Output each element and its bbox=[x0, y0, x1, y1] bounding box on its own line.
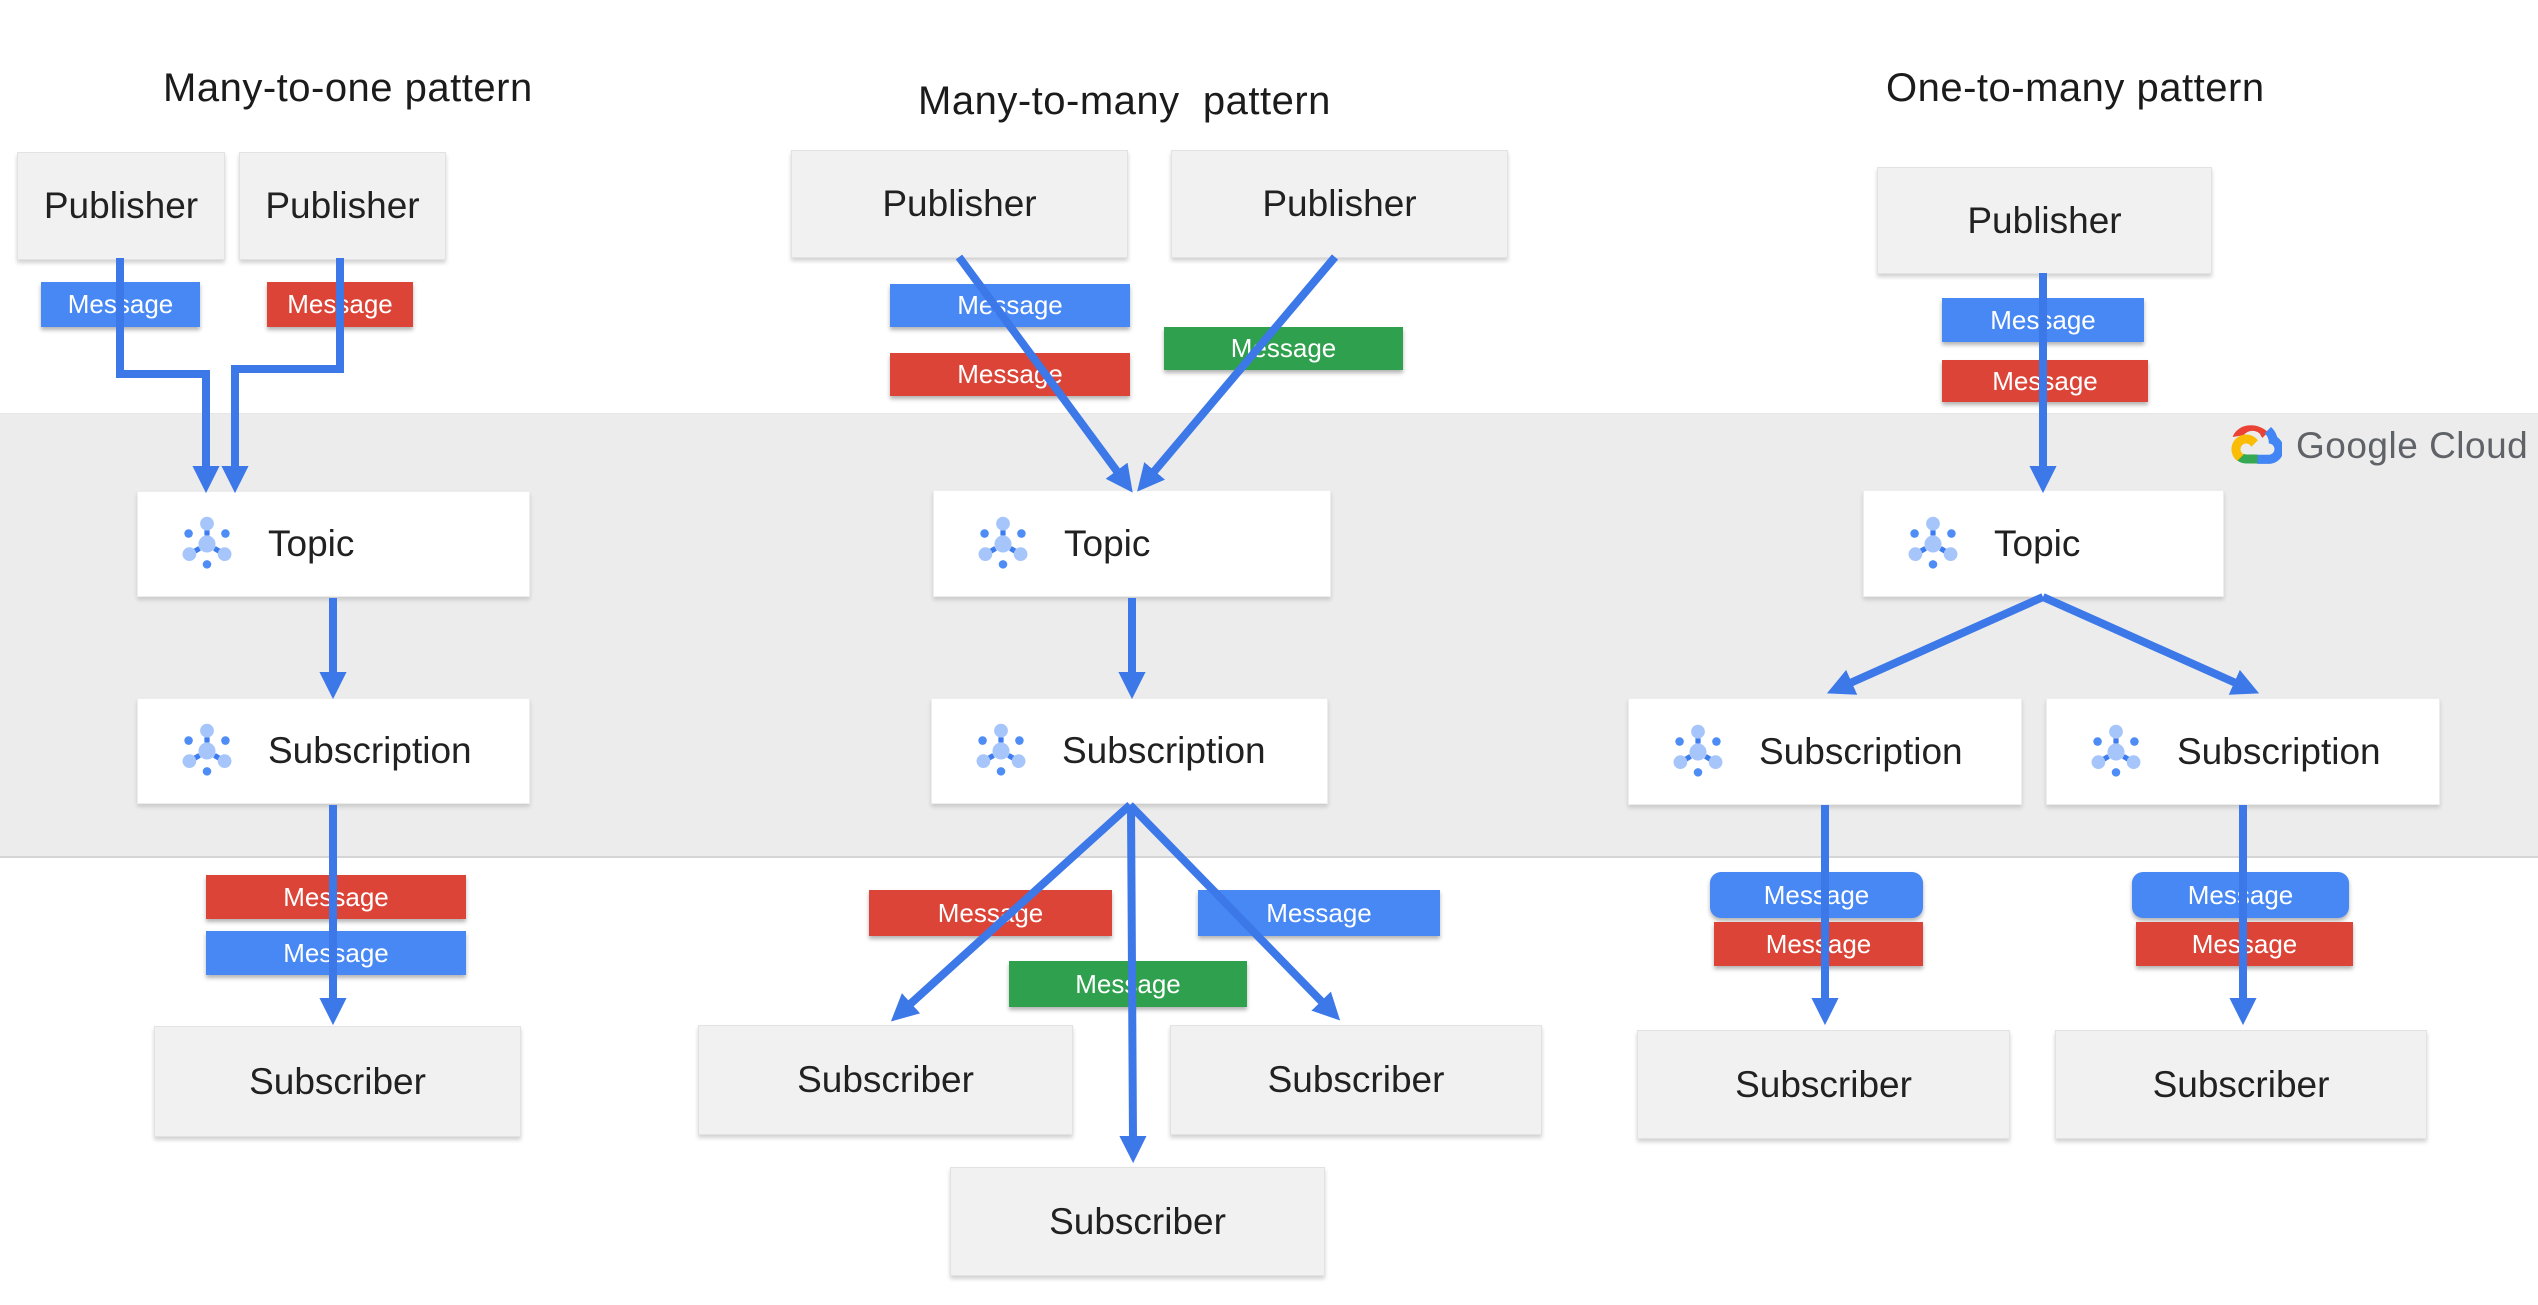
message-chip-red: Message bbox=[206, 875, 466, 919]
message-chip-red: Message bbox=[890, 353, 1130, 396]
pattern-title-many-to-one: Many-to-one pattern bbox=[163, 66, 533, 110]
pubsub-topic-icon bbox=[1908, 516, 1958, 569]
message-chip-red: Message bbox=[1714, 922, 1923, 966]
subscription-label: Subscription bbox=[2177, 730, 2381, 772]
subscriber-box: Subscriber bbox=[1170, 1025, 1542, 1135]
message-chip-red: Message bbox=[1942, 360, 2148, 402]
topic-label: Topic bbox=[1064, 522, 1151, 564]
pattern-title-one-to-many: One-to-many pattern bbox=[1886, 66, 2265, 110]
google-cloud-logo-text: Google Cloud bbox=[2296, 425, 2529, 466]
message-chip-blue: Message bbox=[1198, 890, 1440, 936]
subscription-label: Subscription bbox=[1062, 730, 1266, 771]
message-chip-blue: Message bbox=[2132, 872, 2349, 918]
message-chip-blue: Message bbox=[1942, 298, 2144, 342]
publisher-label: Publisher bbox=[265, 185, 420, 226]
subscriber-box: Subscriber bbox=[2055, 1030, 2427, 1139]
subscription-box: Subscription bbox=[2046, 698, 2440, 805]
subscriber-box: Subscriber bbox=[154, 1026, 521, 1137]
pubsub-topic-icon bbox=[978, 516, 1028, 569]
pubsub-subscription-icon bbox=[1673, 724, 1723, 777]
publisher-box: Publisher bbox=[17, 152, 225, 260]
message-chip-green: Message bbox=[1009, 961, 1247, 1007]
topic-box: Topic bbox=[1863, 490, 2224, 597]
message-chip-red: Message bbox=[267, 282, 413, 327]
publisher-box: Publisher bbox=[1877, 167, 2212, 274]
publisher-label: Publisher bbox=[882, 183, 1037, 224]
message-chip-blue: Message bbox=[206, 931, 466, 975]
subscriber-label: Subscriber bbox=[1049, 1200, 1226, 1242]
message-chip-blue: Message bbox=[890, 284, 1130, 327]
subscription-label: Subscription bbox=[1759, 730, 1963, 772]
topic-label: Topic bbox=[1994, 522, 2081, 564]
publisher-label: Publisher bbox=[43, 185, 199, 226]
message-chip-red: Message bbox=[869, 890, 1112, 936]
subscription-box: Subscription bbox=[137, 698, 530, 804]
topic-box: Topic bbox=[137, 491, 530, 597]
pubsub-subscription-icon bbox=[182, 723, 232, 776]
message-chip-blue: Message bbox=[1710, 872, 1923, 918]
message-chip-blue: Message bbox=[41, 282, 200, 327]
publisher-label: Publisher bbox=[1967, 199, 2122, 241]
subscription-box: Subscription bbox=[931, 698, 1328, 804]
publisher-box: Publisher bbox=[1171, 150, 1508, 258]
google-cloud-icon bbox=[2231, 425, 2282, 464]
subscription-label: Subscription bbox=[268, 730, 472, 771]
subscriber-box: Subscriber bbox=[698, 1025, 1073, 1135]
message-chip-red: Message bbox=[2136, 922, 2353, 966]
google-cloud-logo: Google Cloud bbox=[2228, 424, 2528, 468]
pubsub-subscription-icon bbox=[2091, 724, 2141, 777]
pattern-title-many-to-many: Many-to-many pattern bbox=[918, 79, 1331, 123]
subscriber-label: Subscriber bbox=[797, 1059, 974, 1100]
subscriber-label: Subscriber bbox=[249, 1060, 426, 1102]
subscriber-label: Subscriber bbox=[1735, 1063, 1912, 1105]
topic-box: Topic bbox=[933, 490, 1331, 597]
publisher-box: Publisher bbox=[791, 150, 1128, 258]
subscriber-box: Subscriber bbox=[950, 1167, 1325, 1276]
subscription-box: Subscription bbox=[1628, 698, 2022, 805]
subscriber-box: Subscriber bbox=[1637, 1030, 2010, 1139]
message-chip-green: Message bbox=[1164, 327, 1403, 370]
pubsub-topic-icon bbox=[182, 516, 232, 569]
subscriber-label: Subscriber bbox=[1267, 1059, 1445, 1100]
pubsub-subscription-icon bbox=[976, 723, 1026, 776]
publisher-box: Publisher bbox=[239, 152, 446, 260]
subscriber-label: Subscriber bbox=[2152, 1063, 2330, 1105]
topic-label: Topic bbox=[268, 523, 355, 564]
publisher-label: Publisher bbox=[1262, 183, 1417, 224]
